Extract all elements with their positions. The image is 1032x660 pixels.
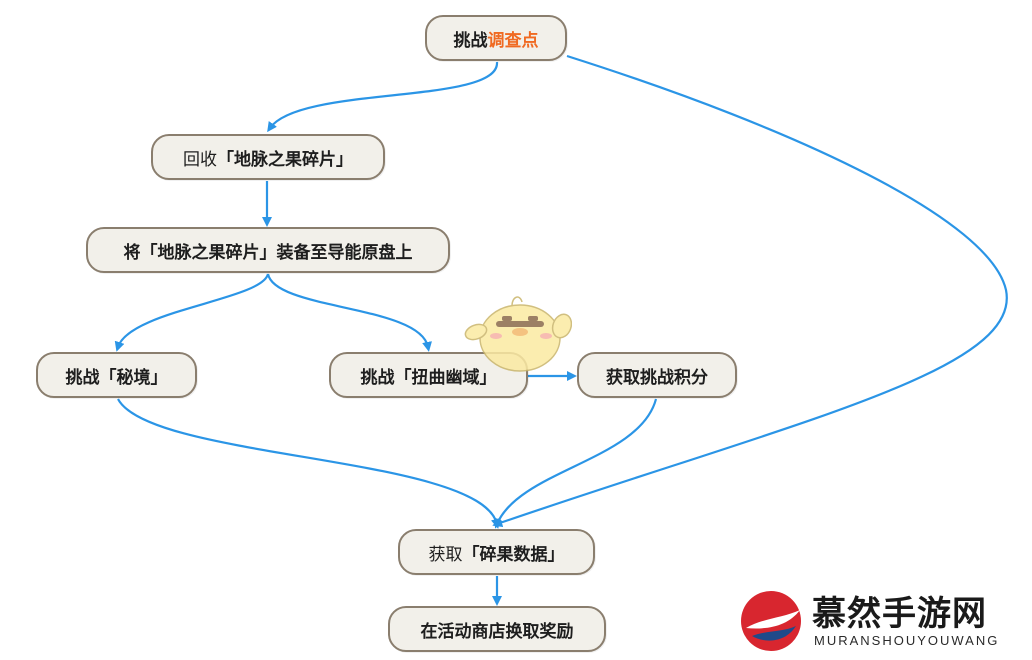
edge-points-to-data: [494, 398, 658, 529]
node-challenge-highlight: 调查点: [487, 30, 539, 51]
node-data-prefix: 获取: [428, 544, 463, 565]
node-challenge-secret-realm: 挑战「秘境」: [36, 352, 197, 398]
node-equip-text: 将「地脉之果碎片」装备至导能原盘上: [123, 242, 413, 263]
node-collect-fragments: 回收「地脉之果碎片」: [151, 134, 385, 180]
node-data-bold: 「碎果数据」: [462, 544, 565, 565]
node-shop-text: 在活动商店换取奖励: [420, 621, 574, 642]
edge-equip-to-twist: [266, 273, 432, 352]
node-get-challenge-points: 获取挑战积分: [577, 352, 737, 398]
node-points-text: 获取挑战积分: [606, 367, 708, 388]
muran-logo-icon: [741, 591, 801, 651]
edge-secret-to-data: [117, 398, 501, 529]
node-challenge-survey-point: 挑战调查点: [425, 15, 567, 61]
node-equip-fragments: 将「地脉之果碎片」装备至导能原盘上: [86, 227, 450, 273]
chick-mascot-icon: [464, 296, 572, 372]
watermark-subtitle: MURANSHOUYOUWANG: [814, 633, 1000, 648]
watermark-title: 慕然手游网: [812, 594, 987, 634]
edge-equip-to-secret: [114, 273, 270, 352]
node-shop-exchange-rewards: 在活动商店换取奖励: [388, 606, 606, 652]
site-watermark: 慕然手游网 MURANSHOUYOUWANG: [738, 586, 1028, 656]
edge-challenge-to-collect: [267, 61, 499, 133]
node-challenge-prefix: 挑战: [453, 30, 488, 51]
edge-challenge-to-data: [492, 54, 1008, 528]
node-twist-text: 挑战「扭曲幽域」: [360, 367, 497, 388]
node-secret-text: 挑战「秘境」: [65, 367, 168, 388]
node-collect-prefix: 回收: [183, 149, 217, 170]
node-collect-bold: 「地脉之果碎片」: [217, 149, 353, 170]
node-get-fragment-data: 获取「碎果数据」: [398, 529, 595, 575]
